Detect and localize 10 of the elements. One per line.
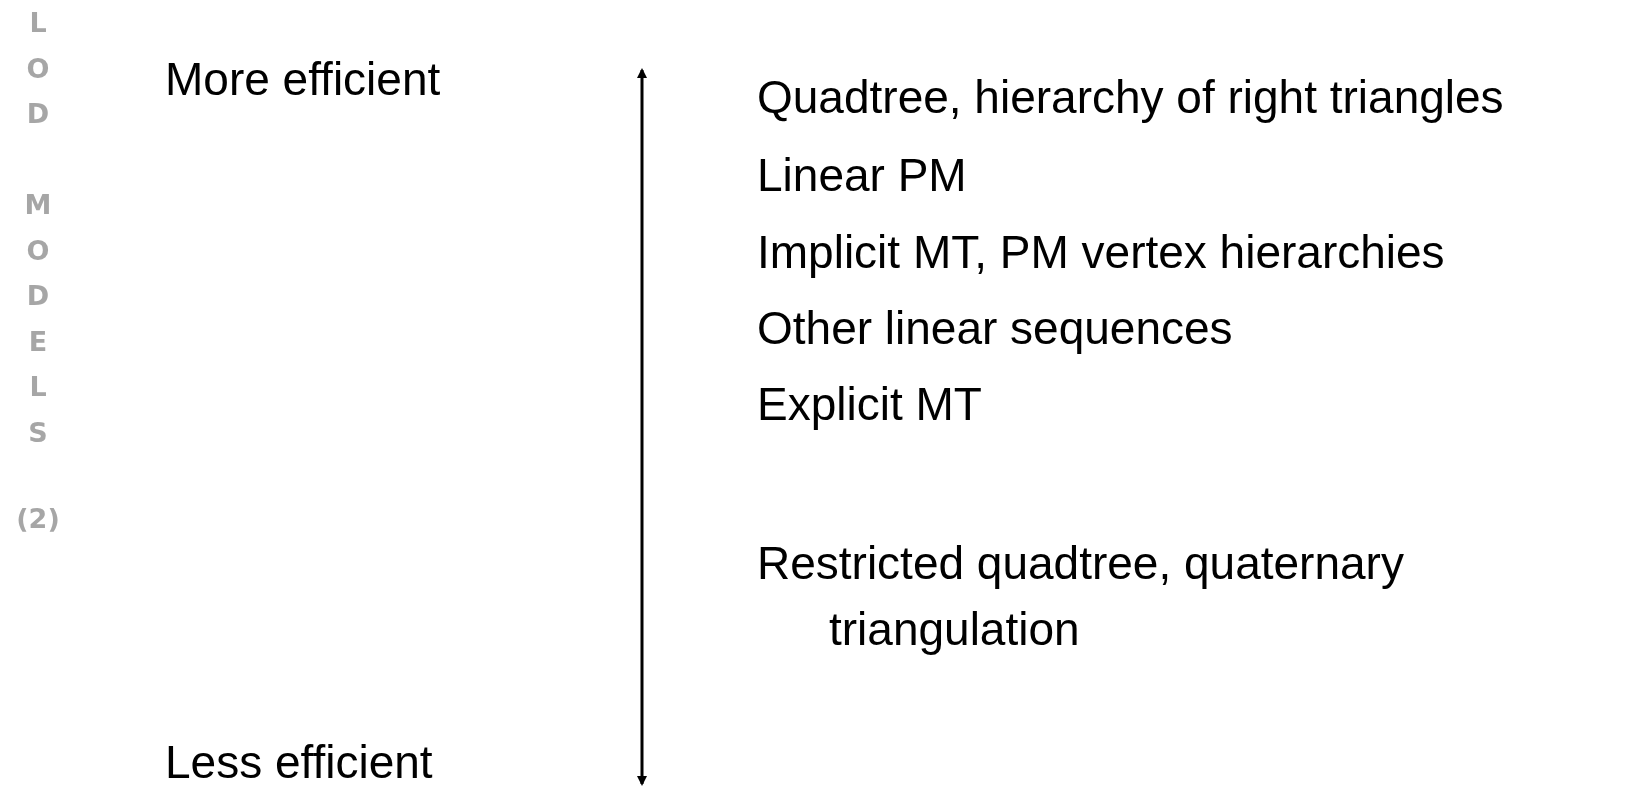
list-item: Quadtree, hierarchy of right triangles bbox=[757, 71, 1504, 124]
list-item: Other linear sequences bbox=[757, 302, 1233, 355]
vertical-title: LOD MODELS bbox=[23, 6, 53, 450]
list-item: Implicit MT, PM vertex hierarchies bbox=[757, 226, 1445, 279]
list-item: Explicit MT bbox=[757, 378, 982, 431]
scale-label: Less efficient bbox=[165, 736, 433, 786]
list-item: Restricted quadtree, quaternary triangulation bbox=[757, 536, 1405, 657]
scale-label: More efficient bbox=[165, 53, 441, 106]
slide-number: (2) bbox=[15, 502, 61, 536]
list-item: Linear PM bbox=[757, 149, 967, 202]
